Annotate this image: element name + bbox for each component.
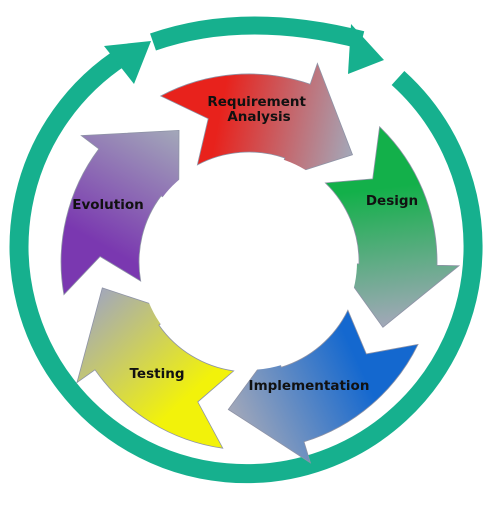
stage-label-evolution: Evolution [72,197,144,213]
outer-ring-arc [9,45,483,484]
stage-arrow-design [324,125,461,328]
stage-label-design: Design [366,193,418,209]
stage-label-requirement-analysis: Requirement Analysis [207,94,310,125]
stage-label-requirement-line-1: Requirement [207,94,306,110]
stage-arrow-implementation [227,309,419,464]
stage-arrow-requirement-analysis [159,62,354,180]
outer-ring-arrowhead [104,41,151,84]
stage-arrow-evolution [60,129,180,296]
stage-label-requirement-line-2: Analysis [227,109,290,125]
stage-label-testing: Testing [130,366,185,382]
outer-top-arrowhead [348,24,384,74]
stage-arrow-testing [76,287,235,449]
outer-cycle-arrows [9,16,483,484]
outer-top-arc [150,16,365,51]
inner-stage-ring [60,62,461,464]
center-hole [141,154,357,370]
stage-labels: Requirement Analysis Design Implementati… [72,94,418,394]
stage-label-implementation: Implementation [249,378,370,394]
